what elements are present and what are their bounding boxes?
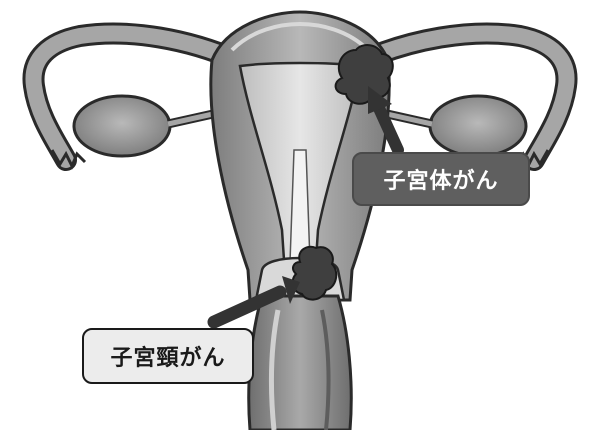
- cervical-canal: [290, 150, 310, 262]
- uterine-body-cancer-label: 子宮体がん: [352, 152, 530, 206]
- left-ovary: [74, 96, 170, 156]
- cervical-cancer-label: 子宮頸がん: [82, 328, 254, 384]
- right-ovary: [430, 96, 526, 156]
- vagina: [249, 296, 352, 430]
